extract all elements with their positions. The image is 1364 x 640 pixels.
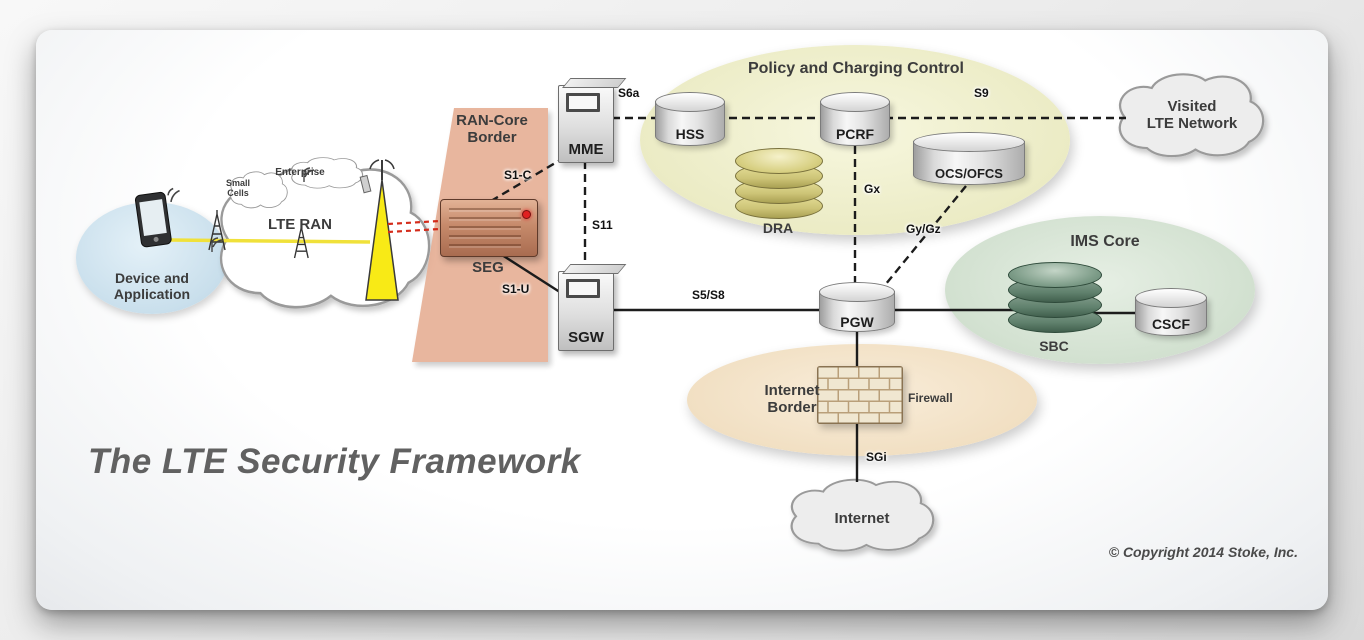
macro-tower-icon xyxy=(359,159,399,301)
hss-label: HSS xyxy=(675,126,705,142)
internet-label: Internet xyxy=(834,510,890,527)
visited-lte-label: Visited LTE Network xyxy=(1146,98,1238,133)
cylinder-top xyxy=(655,92,725,112)
gx-interface-label: Gx xyxy=(864,182,881,196)
sgw-node: SGW xyxy=(558,264,627,351)
ocs-ofcs-node: OCS/OFCS xyxy=(913,132,1025,185)
s9-interface-label: S9 xyxy=(974,86,989,100)
device-application-label: Device and Application xyxy=(113,270,191,303)
s6a-interface-label: S6a xyxy=(618,86,640,100)
sgw-box-top xyxy=(562,264,627,274)
hss-node: HSS xyxy=(655,92,725,146)
internet-border-title: Internet Border xyxy=(764,382,820,417)
sbc-node xyxy=(1008,262,1102,336)
mme-box-top xyxy=(562,78,627,88)
mme-label: MME xyxy=(568,141,604,158)
cylinder-top xyxy=(1135,288,1207,308)
s1u-link xyxy=(501,253,567,298)
gygz-link xyxy=(880,185,967,291)
cscf-label: CSCF xyxy=(1151,316,1191,332)
cscf-node: CSCF xyxy=(1135,288,1207,336)
ran-core-border-label: RAN-Core Border xyxy=(456,112,528,147)
s11-interface-label: S11 xyxy=(592,218,613,232)
policy-charging-title: Policy and Charging Control xyxy=(747,60,964,77)
copyright-text: © Copyright 2014 Stoke, Inc. xyxy=(1108,544,1298,560)
sbc-label: SBC xyxy=(1039,338,1069,354)
radio-link-line xyxy=(169,238,371,244)
s1u-interface-label: S1-U xyxy=(502,282,530,296)
dra-label: DRA xyxy=(762,220,794,236)
nodes-layer: MME SGW SEG HSS PCR xyxy=(36,30,1328,610)
pcrf-label: PCRF xyxy=(835,126,875,142)
antenna-icon xyxy=(303,167,315,182)
ims-core-title: IMS Core xyxy=(1070,233,1140,250)
disk-icon xyxy=(735,148,823,174)
small-cells-label: Small Cells xyxy=(225,178,250,199)
cylinder-top xyxy=(820,92,890,112)
s1c-link xyxy=(490,154,568,203)
page-title: The LTE Security Framework xyxy=(88,442,581,481)
sgw-label: SGW xyxy=(568,329,604,346)
firewall-node xyxy=(817,366,903,424)
mme-node: MME xyxy=(558,78,627,163)
pgw-node: PGW xyxy=(819,282,895,332)
seg-label: SEG xyxy=(472,259,504,276)
antenna-icon xyxy=(211,237,223,252)
s5s8-interface-label: S5/S8 xyxy=(692,288,725,302)
ocs-ofcs-label: OCS/OFCS xyxy=(935,166,1003,181)
pgw-label: PGW xyxy=(840,314,874,330)
cylinder-top xyxy=(913,132,1025,152)
cell-tower-icon xyxy=(293,224,309,259)
disk-icon xyxy=(1008,262,1102,288)
firewall-label: Firewall xyxy=(908,391,953,405)
server-screen-icon xyxy=(566,93,600,112)
seg-node xyxy=(440,199,538,257)
pcrf-node: PCRF xyxy=(820,92,890,146)
firewall-bricks-icon xyxy=(818,367,902,423)
cylinder-top xyxy=(819,282,895,302)
seg-vents-icon xyxy=(449,208,521,248)
s1c-interface-label: S1-C xyxy=(504,168,532,182)
diagram-card: MME SGW SEG HSS PCR xyxy=(36,30,1328,610)
smartphone-icon xyxy=(134,187,180,248)
enterprise-label: Enterprise xyxy=(275,167,325,178)
dra-node xyxy=(735,148,823,219)
sgi-interface-label: SGi xyxy=(866,450,887,464)
seg-led-icon xyxy=(522,210,531,219)
lte-ran-label: LTE RAN xyxy=(268,216,332,233)
gygz-interface-label: Gy/Gz xyxy=(906,222,941,236)
server-screen-icon xyxy=(566,279,600,298)
